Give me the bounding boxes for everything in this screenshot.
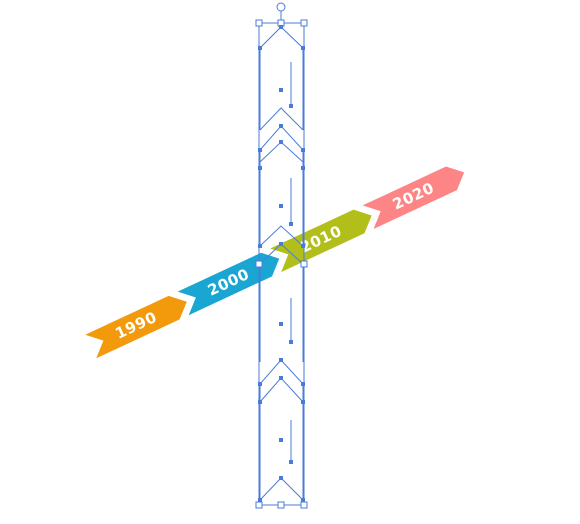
timeline-arrow-1990[interactable]: 1990 [85,290,192,359]
timeline-arrow-2010[interactable]: 2010 [270,204,377,273]
timeline-arrows-group[interactable]: 1990 2000 2010 2020 [85,161,469,359]
arrow-shape-2000 [177,252,280,316]
handle-top-right[interactable] [300,19,308,27]
arrow-shape-2020 [362,166,465,229]
handle-bottom-left[interactable] [255,501,263,509]
timeline-arrow-2000[interactable]: 2000 [177,247,285,316]
outline-segment-1 [259,26,304,131]
handle-middle-right[interactable] [300,260,308,268]
timeline-arrow-2020[interactable]: 2020 [362,161,470,229]
rotation-handle-icon[interactable] [276,2,286,12]
handle-bottom-center[interactable] [277,501,285,509]
handle-top-left[interactable] [255,19,263,27]
arrow-shape-2010 [270,209,372,273]
handle-bottom-right[interactable] [300,501,308,509]
arrow-shape-1990 [85,295,187,359]
handle-middle-left[interactable] [255,260,263,268]
anchor-points[interactable] [258,25,305,502]
